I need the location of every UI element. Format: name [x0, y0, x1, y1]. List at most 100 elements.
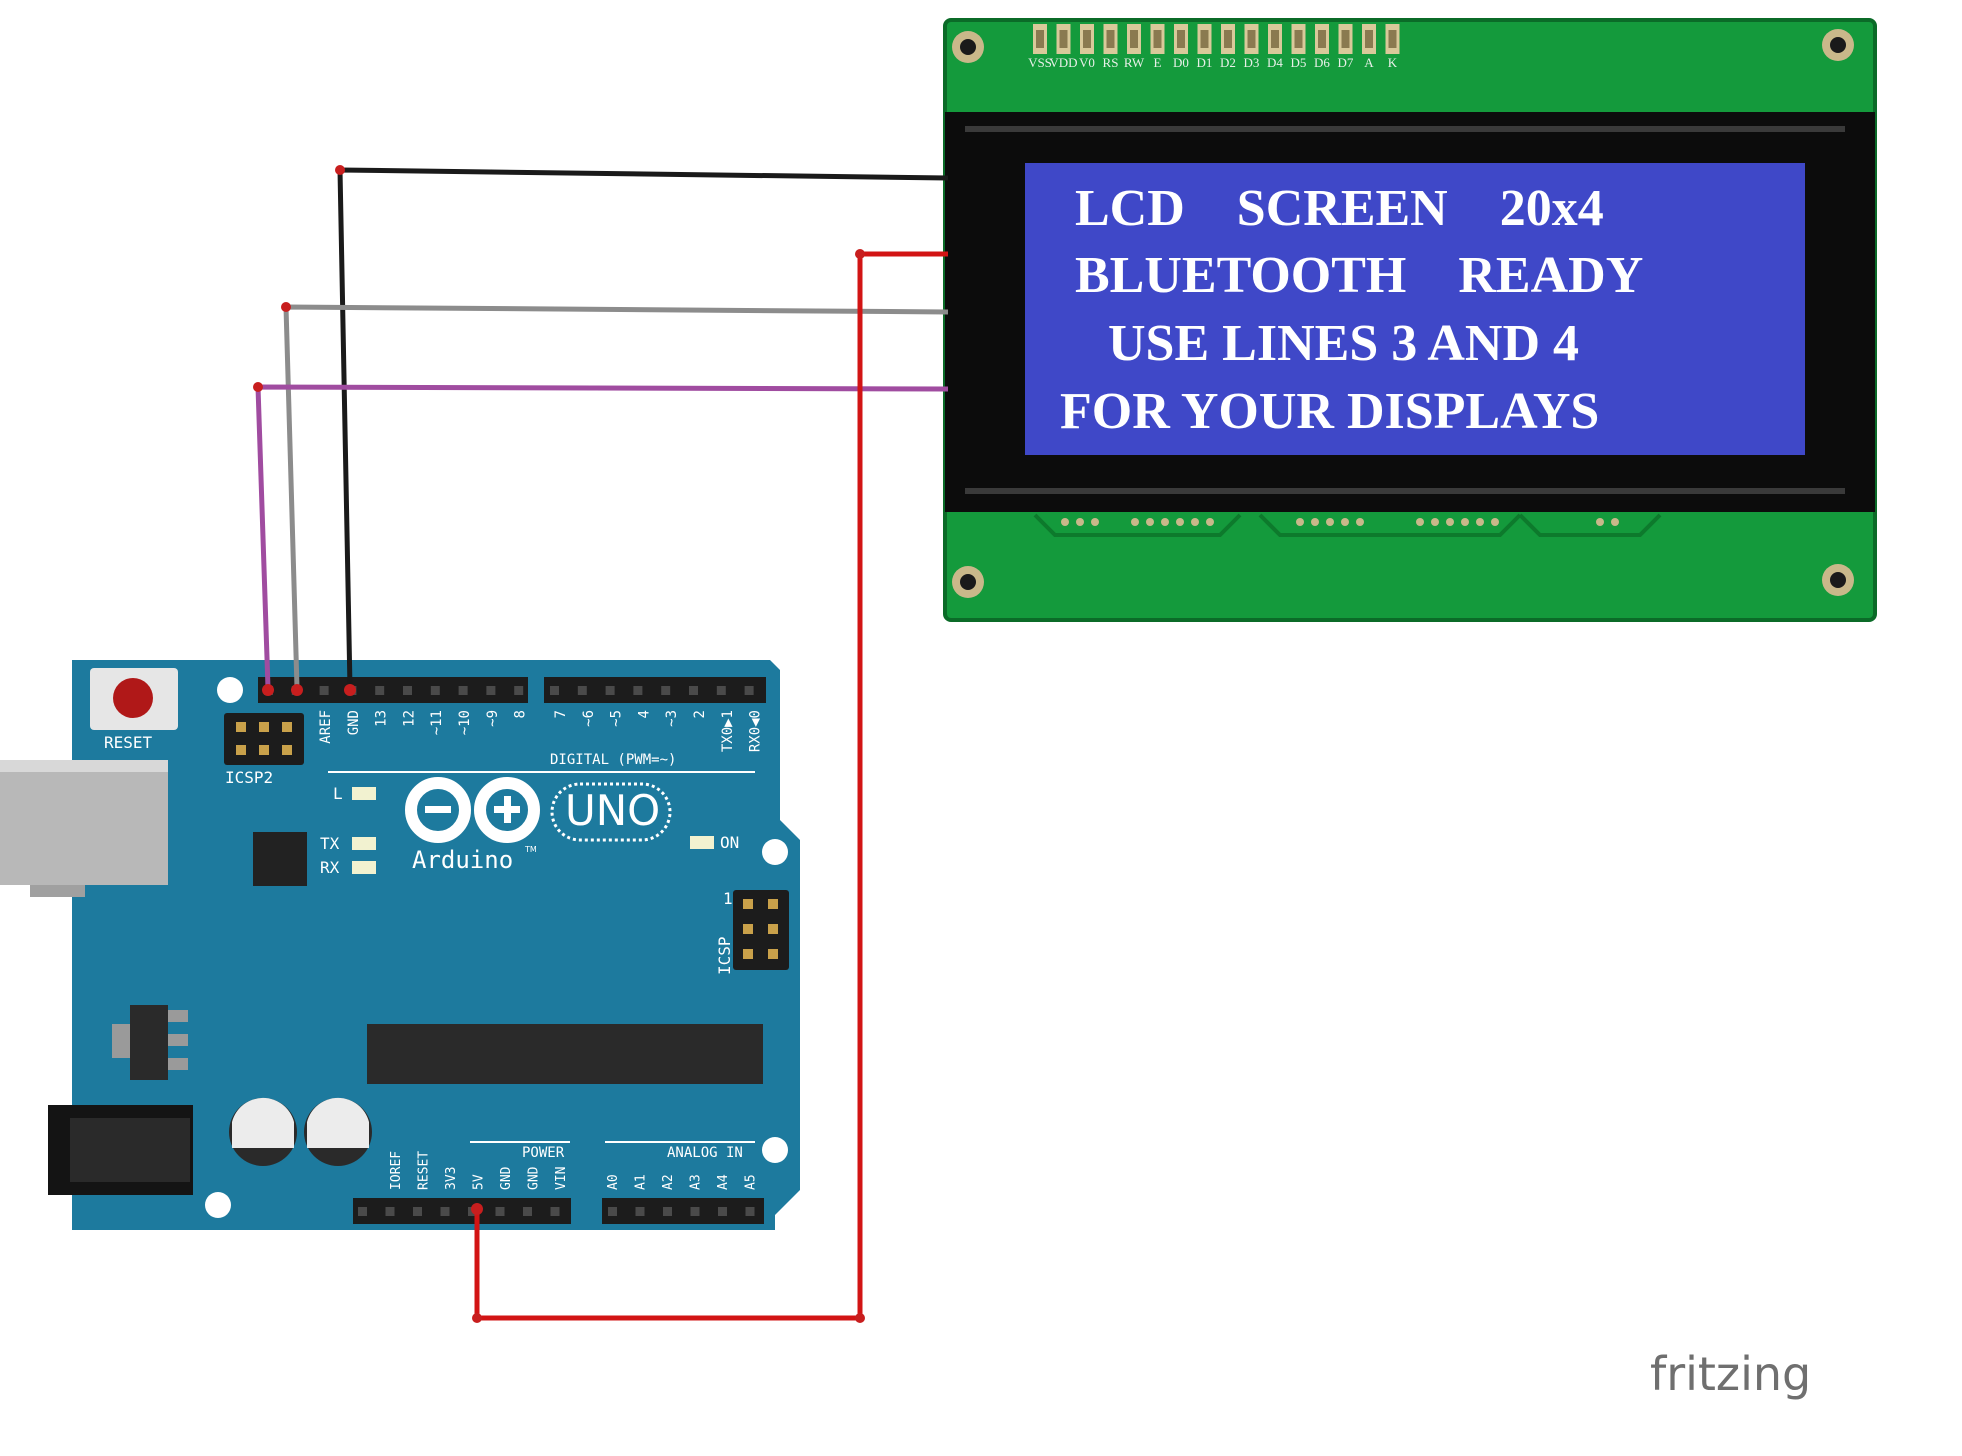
led-on: ON [690, 833, 739, 852]
header-pin[interactable] [661, 686, 671, 695]
lcd-pin-label: K [1388, 55, 1398, 70]
digital-pin-label: 12 [401, 710, 417, 727]
header-pin[interactable] [375, 686, 385, 695]
capacitor [304, 1097, 372, 1166]
lcd-pin-label: A [1364, 55, 1374, 70]
header-pin[interactable] [430, 686, 440, 695]
usb-chip [253, 832, 307, 886]
digital-pin-label: ~5 [609, 710, 625, 727]
lcd-bottom-pads [1061, 518, 1619, 526]
digital-pin-label: 4 [636, 710, 652, 718]
lcd-pin-label: D0 [1173, 55, 1189, 70]
power-pin-label: RESET [417, 1151, 432, 1190]
wire-purple [255, 384, 949, 689]
dc-power-jack [48, 1105, 193, 1195]
board-hole [205, 1192, 231, 1218]
digital-pin-label: RX0◀0 [748, 710, 764, 752]
analog-pin-label: A4 [716, 1174, 731, 1190]
header-pin[interactable] [403, 686, 412, 695]
board-hole [762, 1137, 788, 1163]
analog-label: ANALOG IN [667, 1145, 743, 1161]
digital-pin-label: 7 [553, 710, 569, 718]
header-pin[interactable] [744, 686, 754, 695]
led-rx-label: RX [320, 858, 340, 877]
lcd-pin-label: D5 [1291, 55, 1307, 70]
header-pin[interactable] [358, 1207, 367, 1216]
board-hole [217, 677, 243, 703]
header-pin[interactable] [608, 1207, 617, 1216]
wire-gray [283, 304, 949, 689]
microcontroller-chip [367, 1024, 763, 1084]
header-pin[interactable] [550, 686, 559, 695]
lcd-pin-label: E [1154, 55, 1162, 70]
header-pin[interactable] [486, 686, 496, 695]
digital-pin-label: 8 [513, 710, 529, 718]
led-tx-label: TX [320, 834, 340, 853]
lcd-pin-label: D6 [1314, 55, 1330, 70]
board-hole [762, 839, 788, 865]
lcd-line-2: BLUETOOTH READY [1075, 247, 1643, 304]
header-pin[interactable] [319, 686, 329, 695]
header-pin[interactable] [413, 1207, 422, 1216]
arduino-pcb [72, 660, 800, 1230]
lcd-pin-header [1033, 24, 1400, 54]
lcd-line-1: LCD SCREEN 20x4 [1075, 180, 1604, 237]
lcd-bottom-traces [1033, 513, 1662, 537]
header-pin[interactable] [385, 1207, 395, 1216]
lcd-pin-label: VSS [1028, 55, 1052, 70]
lcd-pin-label: D3 [1244, 55, 1260, 70]
lcd-pin-label: RW [1124, 55, 1145, 70]
header-pin[interactable] [635, 1207, 645, 1216]
header-pin[interactable] [689, 686, 698, 695]
uno-label: UNO [565, 786, 660, 835]
digital-pin-label: ~10 [457, 710, 473, 735]
header-pin[interactable] [718, 1207, 727, 1216]
arduino-brand: Arduino [412, 846, 513, 874]
led-l: L [333, 784, 376, 803]
power-pin-label: IOREF [389, 1151, 404, 1190]
analog-pin-label: A0 [606, 1174, 621, 1190]
lcd-line-3: USE LINES 3 AND 4 [1108, 315, 1579, 372]
header-pin[interactable] [495, 1207, 505, 1216]
header-pin[interactable] [663, 1207, 672, 1216]
header-pin[interactable] [523, 1207, 532, 1216]
header-pin[interactable] [577, 686, 587, 695]
lcd-pin-label: RS [1103, 55, 1119, 70]
lcd-pin-label: D2 [1220, 55, 1236, 70]
header-pin[interactable] [514, 686, 524, 695]
lcd-pin-label: D4 [1267, 55, 1283, 70]
header-pin[interactable] [458, 686, 468, 695]
reset-button[interactable] [90, 668, 178, 730]
analog-pin-label: A2 [661, 1174, 676, 1190]
voltage-regulator [112, 1005, 188, 1080]
power-pin-label: 5V [472, 1174, 487, 1190]
header-pin[interactable] [716, 686, 726, 695]
header-pin[interactable] [440, 1207, 450, 1216]
header-pin[interactable] [690, 1207, 700, 1216]
header-pin[interactable] [550, 1207, 560, 1216]
digital-pin-label: TX0▶1 [720, 710, 736, 752]
header-pin[interactable] [605, 686, 615, 695]
wire-endpoints [253, 165, 865, 1323]
digital-pin-label: 2 [692, 710, 708, 718]
power-pin-label: 3V3 [444, 1167, 459, 1190]
icsp-header [733, 890, 789, 970]
led-tx: TX [320, 834, 376, 853]
digital-label: DIGITAL (PWM=~) [550, 752, 676, 768]
digital-pin-label: ~6 [581, 710, 597, 727]
lcd-screen [1025, 163, 1805, 455]
capacitor [229, 1097, 297, 1166]
analog-pin-label: A1 [634, 1174, 649, 1190]
icsp-label: ICSP [715, 936, 734, 975]
header-pin[interactable] [633, 686, 643, 695]
lcd-pin-label: VDD [1049, 55, 1077, 70]
header-pin[interactable] [745, 1207, 755, 1216]
digital-pin-label: 13 [374, 710, 390, 727]
power-label: POWER [522, 1145, 565, 1161]
arduino-trademark: TM [524, 845, 537, 854]
